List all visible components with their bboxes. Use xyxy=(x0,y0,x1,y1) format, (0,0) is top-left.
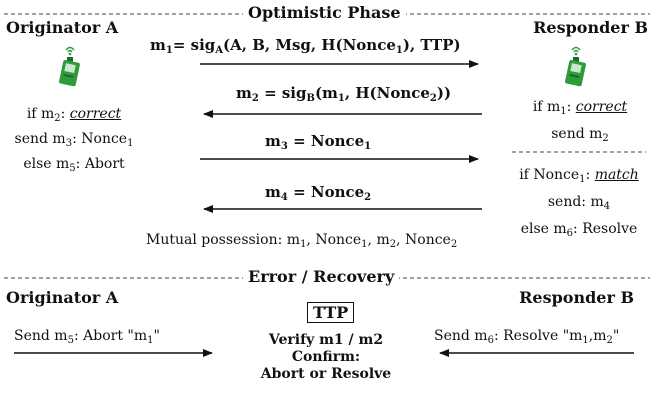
message-m2: m2 = sigB(m1, H(Nonce2)) xyxy=(236,84,452,104)
device-icon xyxy=(59,46,80,87)
b-if-nonce: if Nonce1: match xyxy=(519,167,639,185)
b-else-m6: else m6: Resolve xyxy=(520,221,638,239)
b-send-m2: send m2 xyxy=(551,126,609,144)
responder-b-label: Responder B xyxy=(533,18,648,37)
outcome-text: Abort or Resolve xyxy=(260,366,392,382)
responder-logic-top: if m1: correct send m2 xyxy=(512,96,648,150)
recovery-responder-label: Responder B xyxy=(519,288,634,307)
originator-logic: if m2: correct send m3: Nonce1 else m5: … xyxy=(4,104,144,179)
recovery-phase-title: Error / Recovery xyxy=(243,267,400,286)
recovery-originator-label: Originator A xyxy=(6,288,119,307)
send-m5-abort: Send m5: Abort "m1" xyxy=(14,328,160,346)
optimistic-phase-title: Optimistic Phase xyxy=(243,3,406,22)
send-m6-resolve: Send m6: Resolve "m1,m2" xyxy=(434,328,620,346)
message-m3: m3 = Nonce1 xyxy=(265,132,372,152)
message-m4: m4 = Nonce2 xyxy=(265,183,372,203)
ttp-box: TTP xyxy=(307,302,355,323)
message-m1: m1= sigA(A, B, Msg, H(Nonce1), TTP) xyxy=(150,36,461,56)
a-send-m3: send m3: Nonce1 xyxy=(14,131,134,149)
a-if-m2: if m2: correct xyxy=(26,106,122,124)
device-icon xyxy=(565,46,586,87)
b-if-m1: if m1: correct xyxy=(532,99,628,117)
mutual-possession: Mutual possession: m1, Nonce1, m2, Nonce… xyxy=(146,232,458,250)
verify-text: Verify m1 / m2 xyxy=(268,332,384,348)
confirm-text: Confirm: xyxy=(291,349,361,365)
a-else-m5: else m5: Abort xyxy=(23,156,125,174)
b-send-m4: send: m4 xyxy=(547,194,611,212)
originator-a-label: Originator A xyxy=(6,18,119,37)
ttp-actions: Verify m1 / m2 Confirm: Abort or Resolve xyxy=(226,332,426,383)
responder-logic-bottom: if Nonce1: match send: m4 else m6: Resol… xyxy=(508,164,650,245)
